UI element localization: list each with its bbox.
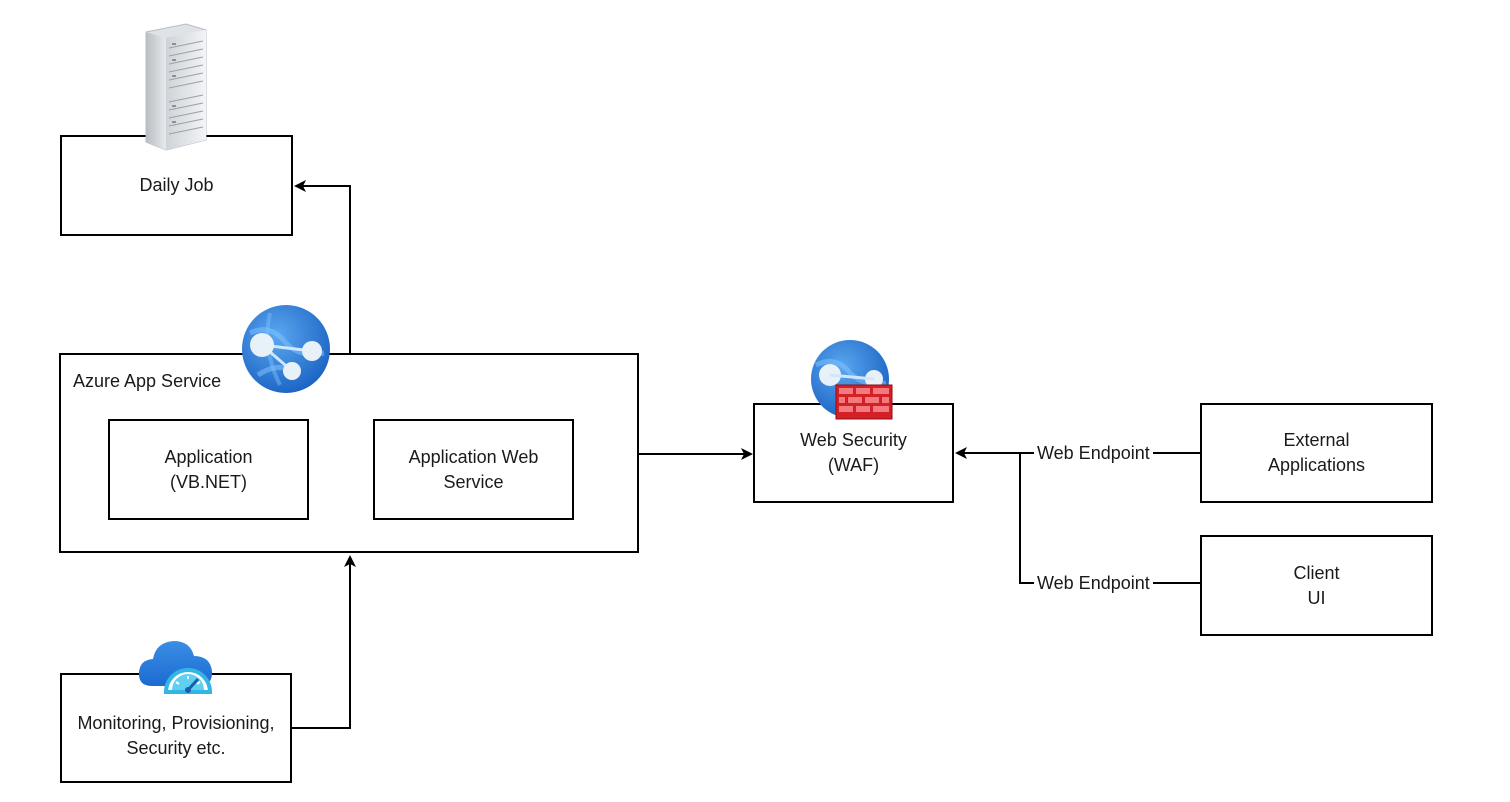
- azure-monitor-icon: [138, 641, 213, 694]
- web-service-label-line2: Service: [443, 471, 504, 492]
- external-applications-box[interactable]: External Applications: [1200, 403, 1433, 503]
- web-application-firewall-icon: [811, 340, 893, 420]
- daily-job-box[interactable]: Daily Job: [60, 135, 293, 236]
- waf-box[interactable]: Web Security (WAF): [753, 403, 954, 503]
- client-ui-box[interactable]: Client UI: [1200, 535, 1433, 636]
- application-box[interactable]: Application (VB.NET): [108, 419, 309, 520]
- azure-app-service-icon: [242, 305, 330, 393]
- application-web-service-box[interactable]: Application Web Service: [373, 419, 574, 520]
- azure-app-service-label: Azure App Service: [73, 371, 222, 391]
- edge-monitoring-to-appservice: [291, 555, 356, 729]
- external-label-line2: Applications: [1267, 455, 1366, 475]
- web-service-label-line1: Application Web: [408, 446, 539, 467]
- edge-appservice-to-dailyjob: [294, 180, 351, 354]
- monitoring-label-line2: Security etc.: [126, 738, 226, 758]
- server-rack-icon: [145, 23, 207, 151]
- edge-label-client-endpoint: Web Endpoint: [1034, 572, 1153, 594]
- monitoring-label-line1: Monitoring, Provisioning,: [77, 713, 275, 733]
- waf-label-line2: (WAF): [827, 455, 880, 475]
- application-label-line1: Application: [164, 446, 253, 467]
- external-label-line1: External: [1283, 430, 1350, 450]
- client-label-line1: Client: [1293, 562, 1340, 583]
- waf-label-line1: Web Security: [800, 430, 907, 450]
- client-label-line2: UI: [1307, 587, 1326, 608]
- edge-client-to-waf: [1019, 453, 1201, 584]
- daily-job-label: Daily Job: [139, 175, 214, 195]
- edge-label-external-endpoint: Web Endpoint: [1034, 442, 1153, 464]
- application-label-line2: (VB.NET): [169, 471, 247, 492]
